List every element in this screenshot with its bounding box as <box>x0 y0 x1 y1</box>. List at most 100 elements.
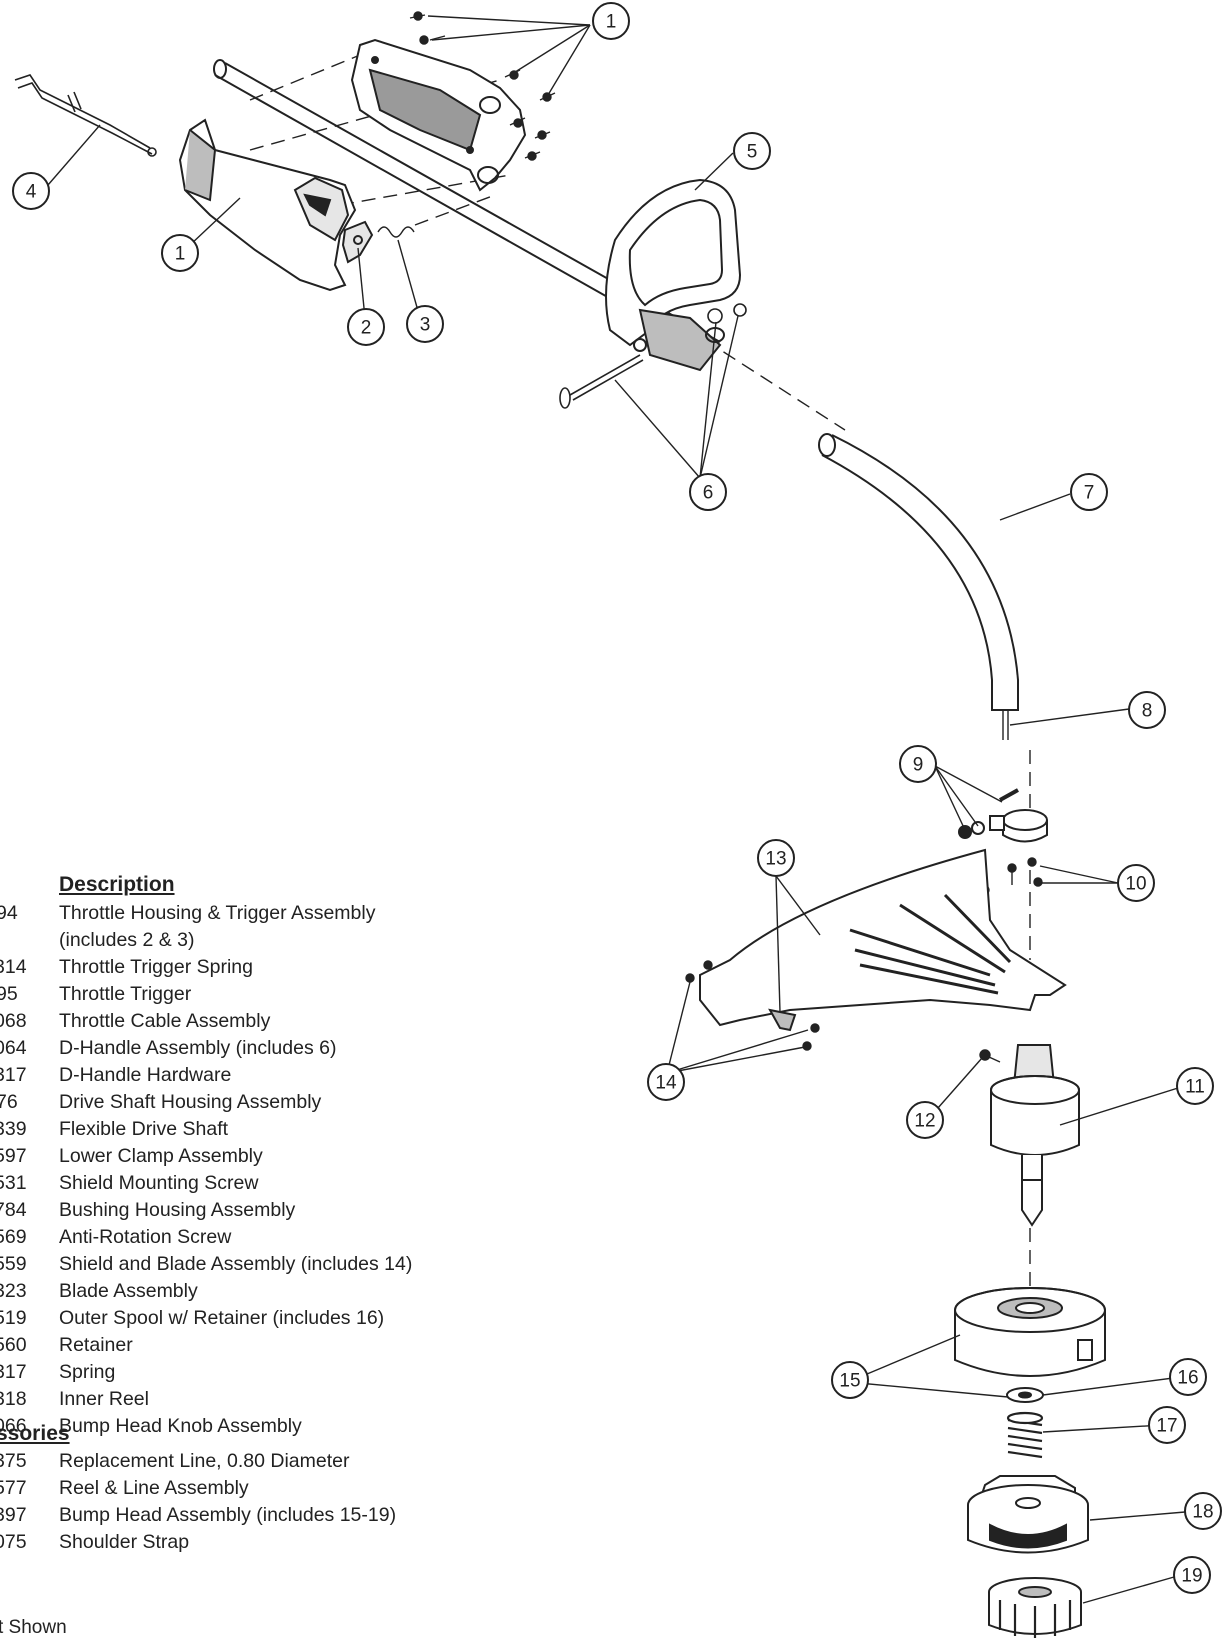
part-description: Throttle Housing & Trigger Assembly <box>59 902 376 924</box>
callout-12: 12 <box>906 1101 944 1139</box>
bushing-housing <box>990 1044 1080 1227</box>
parts-list-row: 569Anti-Rotation Screw <box>0 1224 560 1251</box>
svg-text:15: 15 <box>839 1371 860 1392</box>
part-number: 317 <box>0 1064 27 1086</box>
part-description: Bushing Housing Assembly <box>59 1199 296 1221</box>
part-number: 339 <box>0 1118 27 1140</box>
svg-text:3: 3 <box>420 315 431 336</box>
accessory-row: 397 Bump Head Assembly (includes 15-19) <box>0 1502 560 1529</box>
callout-19: 19 <box>1173 1556 1211 1594</box>
svg-text:16: 16 <box>1177 1368 1198 1389</box>
callout-13: 13 <box>757 839 795 877</box>
callout-4: 4 <box>12 172 50 210</box>
retainer <box>1006 1387 1044 1403</box>
part-description: Throttle Cable Assembly <box>59 1010 271 1032</box>
part-description: Flexible Drive Shaft <box>59 1118 229 1140</box>
svg-text:2: 2 <box>361 318 372 339</box>
svg-text:13: 13 <box>765 849 786 870</box>
part-number: 317 <box>0 1361 27 1383</box>
svg-text:4: 4 <box>26 182 37 203</box>
shield-and-blade <box>699 848 1067 1032</box>
blade-screws <box>685 960 820 1051</box>
part-number: 577 <box>0 1477 27 1499</box>
trigger-spring <box>377 226 415 238</box>
part-description: Lower Clamp Assembly <box>59 1145 263 1167</box>
callout-5: 5 <box>733 132 771 170</box>
callout-11: 11 <box>1176 1067 1214 1105</box>
parts-list-row: 784Bushing Housing Assembly <box>0 1197 560 1224</box>
throttle-housing-right <box>350 38 527 192</box>
parts-list-row: 066Bump Head Knob Assembly <box>0 1413 560 1440</box>
parts-list-row: 339 Flexible Drive Shaft <box>0 1116 560 1143</box>
d-handle-hardware <box>559 303 747 409</box>
spring <box>1006 1411 1044 1459</box>
part-number: 94 <box>0 902 18 924</box>
parts-list-row: 323 Blade Assembly <box>0 1278 560 1305</box>
callout-18: 18 <box>1184 1492 1222 1530</box>
part-description: Bump Head Knob Assembly <box>59 1415 302 1437</box>
svg-text:10: 10 <box>1125 874 1146 895</box>
svg-text:9: 9 <box>913 755 924 776</box>
part-number: 075 <box>0 1531 27 1553</box>
svg-text:1: 1 <box>175 244 186 265</box>
parts-list-row: 317 D-Handle Hardware <box>0 1062 560 1089</box>
callout-7: 7 <box>1070 473 1108 511</box>
callout-1-housing: 1 <box>161 234 199 272</box>
part-number: 397 <box>0 1504 27 1526</box>
parts-list-row: 064D-Handle Assembly (includes 6) <box>0 1035 560 1062</box>
part-description: Shield and Blade Assembly (includes 14) <box>59 1253 413 1275</box>
throttle-cable <box>14 74 157 157</box>
parts-list-row: 318Inner Reel <box>0 1386 560 1413</box>
part-number: 068 <box>0 1010 27 1032</box>
callout-6: 6 <box>689 473 727 511</box>
parts-list-row: 068 Throttle Cable Assembly <box>0 1008 560 1035</box>
part-number: 323 <box>0 1280 27 1302</box>
part-description: Blade Assembly <box>59 1280 198 1302</box>
callout-10: 10 <box>1117 864 1155 902</box>
part-description: Spring <box>59 1361 116 1383</box>
parts-list-row: 597Lower Clamp Assembly <box>0 1143 560 1170</box>
svg-text:5: 5 <box>747 142 758 163</box>
parts-list-row: 531 Shield Mounting Screw <box>0 1170 560 1197</box>
svg-text:14: 14 <box>655 1073 677 1094</box>
footnote: t Shown <box>0 1617 67 1638</box>
part-description: Inner Reel <box>59 1388 149 1410</box>
callout-15: 15 <box>831 1361 869 1399</box>
part-description: D-Handle Assembly (includes 6) <box>59 1037 337 1059</box>
leader-lines <box>47 15 1186 1604</box>
parts-list-row: 519Outer Spool w/ Retainer (includes 16) <box>0 1305 560 1332</box>
lower-clamp <box>958 788 1048 843</box>
parts-list-heading: Description <box>59 873 175 896</box>
parts-list-continuation: (includes 2 & 3) <box>0 927 560 954</box>
svg-text:18: 18 <box>1192 1502 1213 1523</box>
callout-2: 2 <box>347 308 385 346</box>
part-description: D-Handle Hardware <box>59 1064 232 1086</box>
parts-list-row: 314Throttle Trigger Spring <box>0 954 560 981</box>
anti-rotation-screw <box>979 1049 1001 1063</box>
d-handle <box>605 178 742 372</box>
part-number: 531 <box>0 1172 27 1194</box>
outer-spool <box>954 1287 1106 1377</box>
part-description: Bump Head Assembly (includes 15-19) <box>59 1504 397 1526</box>
callout-17: 17 <box>1148 1406 1186 1444</box>
parts-list-row: 559 Shield and Blade Assembly (includes 1… <box>0 1251 560 1278</box>
svg-text:11: 11 <box>1185 1077 1205 1098</box>
parts-list-row: 317 Spring <box>0 1359 560 1386</box>
part-number: 95 <box>0 983 18 1005</box>
accessory-row: 075Shoulder Strap <box>0 1529 560 1556</box>
part-number: 560 <box>0 1334 27 1356</box>
part-number: 559 <box>0 1253 27 1275</box>
accessories-list: 375Replacement Line, 0.80 Diameter 577Re… <box>0 1448 560 1556</box>
svg-text:6: 6 <box>703 483 714 504</box>
accessory-row: 577Reel & Line Assembly <box>0 1475 560 1502</box>
svg-text:19: 19 <box>1181 1566 1202 1587</box>
callout-1-top: 1 <box>592 2 630 40</box>
part-number: 375 <box>0 1450 27 1472</box>
inner-reel <box>967 1475 1089 1554</box>
shield-mounting-screws <box>980 857 1043 905</box>
accessory-row: 375Replacement Line, 0.80 Diameter <box>0 1448 560 1475</box>
part-description: Shield Mounting Screw <box>59 1172 259 1194</box>
